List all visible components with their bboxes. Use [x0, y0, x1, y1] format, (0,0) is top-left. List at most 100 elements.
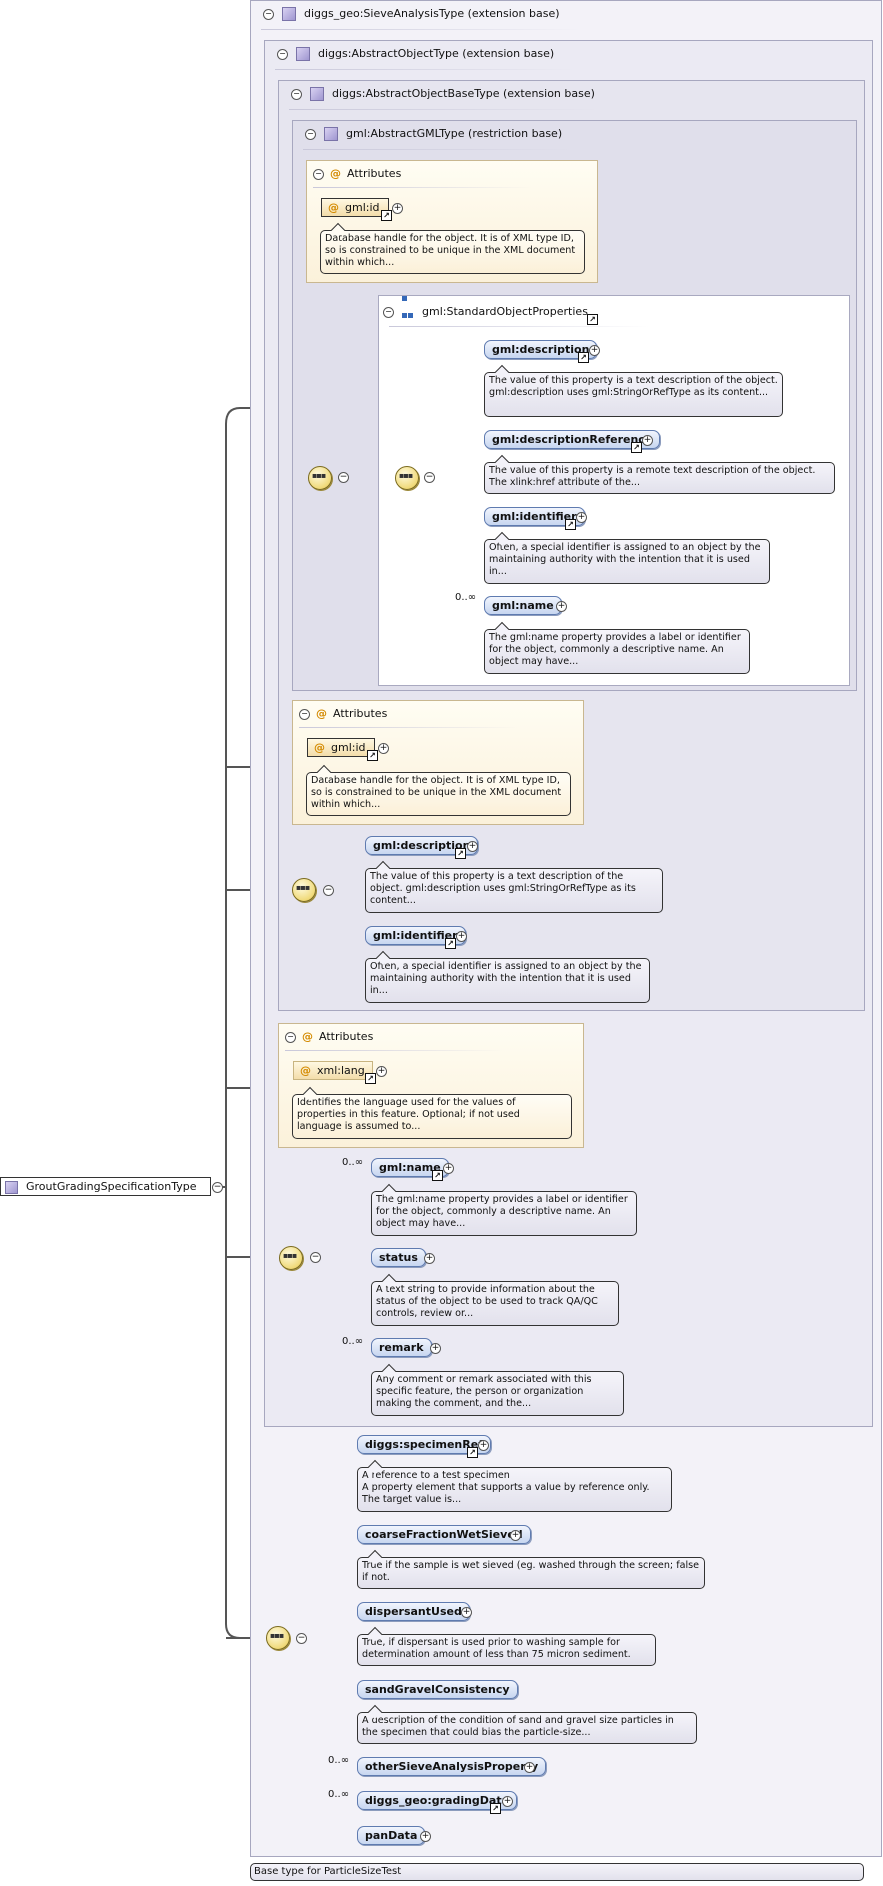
reference-icon[interactable]: ↗ [367, 750, 378, 761]
collapse-icon[interactable]: − [338, 472, 349, 483]
element-doc-note: The gml:name property provides a label o… [484, 629, 750, 674]
expand-icon[interactable]: + [467, 841, 478, 852]
complex-type-icon [310, 87, 324, 101]
sequence-icon[interactable] [395, 466, 419, 490]
expand-icon[interactable]: + [524, 1762, 535, 1773]
attribute-gml-id[interactable]: @gml:id [321, 198, 389, 217]
sequence-icon[interactable] [292, 878, 316, 902]
element-dispersant-used[interactable]: dispersantUsed [357, 1602, 470, 1621]
attribute-icon: @ [314, 741, 325, 754]
container-title: −gml:AbstractGMLType (restriction base) [305, 121, 562, 147]
expand-icon[interactable]: + [478, 1440, 489, 1451]
expand-icon[interactable]: + [420, 1831, 431, 1842]
element-doc-note: A reference to a test specimen A propert… [357, 1467, 672, 1512]
group-title-text: gml:StandardObjectProperties [422, 305, 588, 318]
reference-icon[interactable]: ↗ [490, 1803, 501, 1814]
sequence-icon[interactable] [279, 1246, 303, 1270]
element-sand-gravel-consistency[interactable]: sandGravelConsistency [357, 1680, 518, 1699]
collapse-icon[interactable]: − [263, 8, 274, 20]
collapse-icon[interactable]: − [313, 168, 324, 180]
element-grading-data[interactable]: diggs_geo:gradingData [357, 1791, 518, 1810]
collapse-icon[interactable]: − [305, 128, 316, 140]
divider [275, 69, 575, 70]
attribute-name: gml:id [345, 201, 380, 214]
reference-icon[interactable]: ↗ [455, 848, 466, 859]
expand-icon[interactable]: + [378, 743, 389, 754]
cardinality-label: 0..∞ [342, 1157, 364, 1168]
element-gml-description[interactable]: gml:description [365, 836, 479, 855]
element-doc-note: The value of this property is a text des… [484, 372, 783, 417]
expand-icon[interactable]: + [461, 1607, 472, 1618]
collapse-icon[interactable]: − [291, 88, 302, 100]
attributes-title: −@Attributes [313, 165, 401, 183]
expand-icon[interactable]: + [510, 1530, 521, 1541]
reference-icon[interactable]: ↗ [432, 1170, 443, 1181]
root-type[interactable]: GroutGradingSpecificationType [0, 1177, 211, 1196]
element-gml-identifier[interactable]: gml:identifier [365, 926, 466, 945]
collapse-icon[interactable]: − [296, 1633, 307, 1644]
element-doc-note: The value of this property is a remote t… [484, 462, 835, 494]
expand-icon[interactable]: + [642, 435, 653, 446]
collapse-icon[interactable]: − [310, 1252, 321, 1263]
container-title: −diggs_geo:SieveAnalysisType (extension … [263, 1, 560, 27]
collapse-icon[interactable]: − [285, 1031, 296, 1043]
attributes-title-text: Attributes [319, 1030, 374, 1043]
element-coarse-fraction-wet-sieved[interactable]: coarseFractionWetSieved [357, 1525, 531, 1544]
expand-icon[interactable]: + [556, 601, 567, 612]
attribute-doc-note: Identifies the language used for the val… [292, 1094, 572, 1139]
cardinality-label: 0..∞ [328, 1755, 350, 1766]
reference-icon[interactable]: ↗ [631, 442, 642, 453]
reference-icon[interactable]: ↗ [445, 938, 456, 949]
sequence-icon[interactable] [308, 466, 332, 490]
divider [303, 149, 573, 150]
expand-icon[interactable]: + [576, 512, 587, 523]
collapse-icon[interactable]: − [424, 472, 435, 483]
group-icon [402, 296, 414, 328]
reference-icon[interactable]: ↗ [467, 1447, 478, 1458]
element-specimen-ref[interactable]: diggs:specimenRef [357, 1435, 491, 1454]
attribute-icon: @ [330, 167, 341, 180]
expand-icon[interactable]: + [456, 931, 467, 942]
reference-icon[interactable]: ↗ [381, 210, 392, 221]
element-gml-description[interactable]: gml:description [484, 340, 598, 359]
divider [313, 187, 533, 188]
collapse-icon[interactable]: − [383, 306, 394, 318]
reference-icon[interactable]: ↗ [578, 352, 589, 363]
collapse-icon[interactable]: − [323, 885, 334, 896]
attributes-title: −@Attributes [285, 1028, 373, 1046]
expand-icon[interactable]: + [376, 1066, 387, 1077]
collapse-icon[interactable]: − [299, 708, 310, 720]
collapse-icon[interactable]: − [277, 48, 288, 60]
expand-icon[interactable]: + [424, 1253, 435, 1264]
element-doc-note: True if the sample is wet sieved (eg. wa… [357, 1557, 705, 1589]
attribute-gml-id[interactable]: @ gml:id [307, 738, 375, 757]
attribute-icon: @ [300, 1064, 311, 1077]
element-gml-name[interactable]: gml:name [484, 596, 562, 615]
element-doc-note: A text string to provide information abo… [371, 1281, 619, 1326]
expand-icon[interactable]: + [392, 203, 403, 214]
reference-icon[interactable]: ↗ [565, 519, 576, 530]
collapse-icon[interactable]: − [212, 1182, 223, 1193]
element-doc-note: Often, a special identifier is assigned … [365, 958, 650, 1003]
element-doc-note: The gml:name property provides a label o… [371, 1191, 637, 1236]
sequence-icon[interactable] [266, 1626, 290, 1650]
element-gml-description-reference[interactable]: gml:descriptionReference [484, 430, 661, 449]
attribute-name: gml:id [331, 741, 366, 754]
container-title: −diggs:AbstractObjectType (extension bas… [277, 41, 554, 67]
element-status[interactable]: status [371, 1248, 426, 1267]
expand-icon[interactable]: + [589, 345, 600, 356]
attributes-title-text: Attributes [333, 707, 388, 720]
element-other-sieve-analysis-property[interactable]: otherSieveAnalysisProperty [357, 1757, 547, 1776]
expand-icon[interactable]: + [443, 1163, 454, 1174]
element-gml-identifier[interactable]: gml:identifier [484, 507, 585, 526]
expand-icon[interactable]: + [430, 1343, 441, 1354]
element-pan-data[interactable]: panData [357, 1826, 426, 1845]
reference-icon[interactable]: ↗ [587, 314, 598, 325]
element-gml-name[interactable]: gml:name [371, 1158, 449, 1177]
attribute-xml-lang[interactable]: @xml:lang [293, 1061, 373, 1080]
divider [261, 29, 581, 30]
element-remark[interactable]: remark [371, 1338, 432, 1357]
reference-icon[interactable]: ↗ [365, 1073, 376, 1084]
element-doc-note: A description of the condition of sand a… [357, 1712, 697, 1744]
expand-icon[interactable]: + [502, 1796, 513, 1807]
